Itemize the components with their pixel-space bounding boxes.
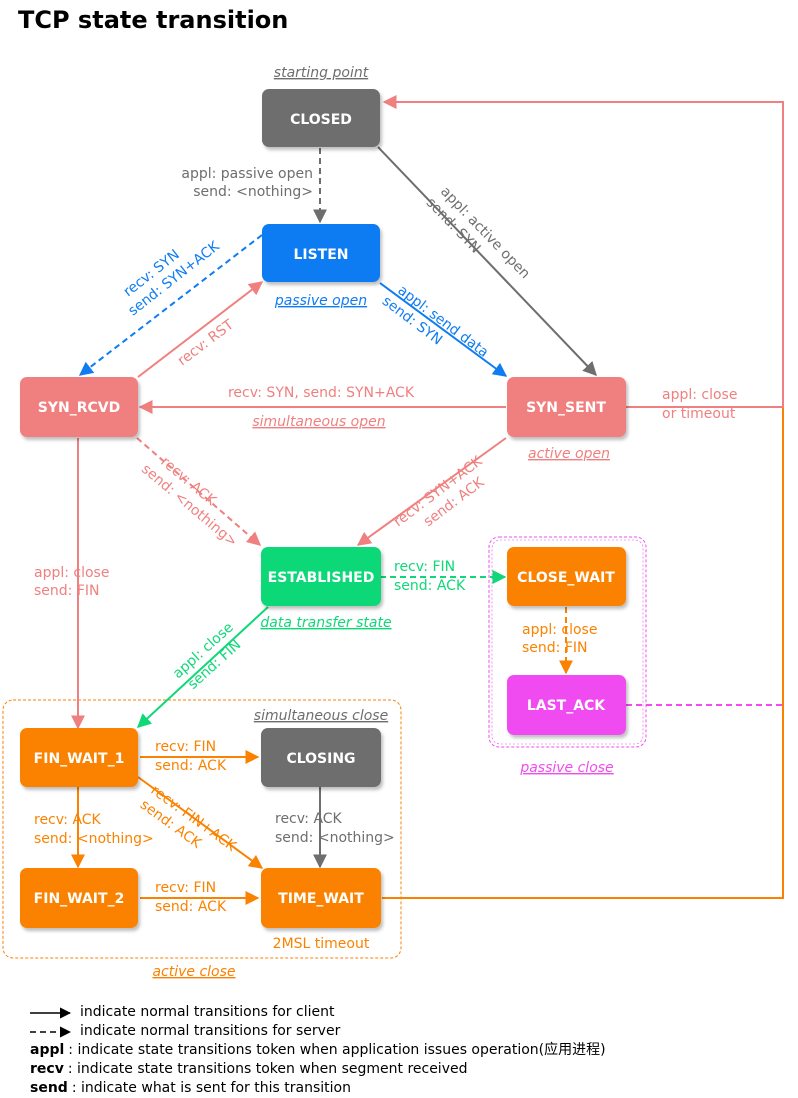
label-finwait1-closing-1: recv: FIN	[155, 739, 216, 755]
legend-appl-key: appl	[30, 1042, 65, 1058]
edge-established-finwait1	[136, 606, 269, 728]
state-fin-wait-1	[20, 728, 138, 787]
state-fin-wait-1-label: FIN_WAIT_1	[34, 751, 125, 767]
state-established-label: ESTABLISHED	[268, 570, 375, 586]
state-closed	[262, 89, 380, 147]
passive-close-group	[488, 536, 647, 748]
state-syn-rcvd-label: SYN_RCVD	[38, 400, 120, 416]
label-synrcvd-finwait1-1: appl: close	[34, 565, 109, 581]
state-listen	[262, 224, 380, 282]
solid-arrow-icon	[30, 1006, 72, 1019]
legend-dashed-row: indicate normal transitions for server	[30, 1022, 606, 1041]
state-fin-wait-2-label: FIN_WAIT_2	[34, 891, 125, 907]
edge-synrcvd-listen	[137, 281, 264, 378]
legend-send-desc: : indicate what is sent for this transit…	[71, 1080, 351, 1096]
caption-simultaneous-open: simultaneous open	[252, 414, 385, 430]
state-syn-rcvd	[20, 377, 138, 437]
legend-recv-desc: : indicate state transitions token when …	[67, 1061, 468, 1077]
label-finwait1-finwait2-1: recv: ACK	[34, 812, 102, 828]
legend: indicate normal transitions for client i…	[30, 1003, 606, 1098]
label-finwait2-timewait-1: recv: FIN	[155, 880, 216, 896]
dashed-arrow-icon	[30, 1025, 72, 1038]
edge-listen-synrcvd	[78, 234, 263, 376]
label-closing-timewait-2: send: <nothing>	[275, 830, 395, 846]
edge-synrcvd-established	[136, 437, 262, 546]
caption-data-transfer-state: data transfer state	[260, 615, 391, 631]
page-title: TCP state transition	[18, 6, 289, 34]
state-syn-sent	[507, 377, 626, 437]
legend-appl-row: appl : indicate state transitions token …	[30, 1041, 606, 1060]
legend-send-key: send	[30, 1080, 68, 1096]
legend-solid-text: indicate normal transitions for client	[80, 1004, 335, 1020]
label-finwait2-timewait-2: send: ACK	[155, 899, 227, 915]
legend-dashed-text: indicate normal transitions for server	[80, 1023, 341, 1039]
legend-recv-row: recv : indicate state transitions token …	[30, 1060, 606, 1079]
label-closewait-lastack-2: send: FIN	[522, 640, 588, 656]
legend-appl-desc: : indicate state transitions token when …	[68, 1042, 606, 1058]
edge-closed-synsent	[377, 146, 597, 377]
state-established	[261, 547, 381, 606]
legend-solid-row: indicate normal transitions for client	[30, 1003, 606, 1022]
label-synsent-closed-2: or timeout	[662, 406, 736, 422]
state-listen-label: LISTEN	[293, 247, 348, 263]
caption-passive-open: passive open	[274, 293, 367, 309]
tcp-state-diagram: CLOSED LISTEN SYN_RCVD SYN_SENT ESTABLIS…	[2, 65, 784, 980]
caption-active-open: active open	[528, 446, 610, 462]
state-time-wait-label: TIME_WAIT	[278, 891, 364, 907]
state-time-wait	[261, 868, 381, 928]
caption-simultaneous-close: simultaneous close	[254, 708, 388, 724]
label-closed-listen-1: appl: passive open	[181, 166, 313, 182]
state-closed-label: CLOSED	[290, 112, 352, 128]
label-synrcvd-finwait1-2: send: FIN	[34, 583, 100, 599]
state-close-wait	[507, 547, 626, 606]
state-last-ack	[507, 675, 626, 735]
label-established-closewait-1: recv: FIN	[394, 559, 455, 575]
label-closewait-lastack-1: appl: close	[522, 622, 597, 638]
label-synsent-closed-1: appl: close	[662, 387, 737, 403]
legend-send-row: send : indicate what is sent for this tr…	[30, 1079, 606, 1098]
state-closing	[261, 728, 381, 787]
label-finwait1-closing-2: send: ACK	[155, 758, 227, 774]
caption-starting-point: starting point	[274, 65, 369, 81]
state-closing-label: CLOSING	[286, 751, 355, 767]
label-closed-listen-2: send: <nothing>	[193, 184, 313, 200]
simultaneous-close-group	[2, 699, 402, 959]
edge-synsent-established	[356, 437, 507, 546]
caption-2msl-timeout: 2MSL timeout	[273, 936, 370, 952]
label-synsent-synrcvd: recv: SYN, send: SYN+ACK	[228, 385, 415, 401]
caption-active-close: active close	[152, 964, 235, 980]
legend-recv-key: recv	[30, 1061, 64, 1077]
label-closing-timewait-1: recv: ACK	[275, 811, 343, 827]
edge-finwait1-timewait	[137, 776, 264, 869]
caption-passive-close: passive close	[519, 760, 613, 776]
label-established-closewait-2: send: ACK	[394, 578, 466, 594]
edge-listen-synsent	[379, 282, 508, 377]
label-finwait1-finwait2-2: send: <nothing>	[34, 831, 154, 847]
state-last-ack-label: LAST_ACK	[527, 698, 606, 714]
state-close-wait-label: CLOSE_WAIT	[517, 570, 615, 586]
state-syn-sent-label: SYN_SENT	[526, 400, 606, 416]
state-fin-wait-2	[20, 868, 138, 928]
